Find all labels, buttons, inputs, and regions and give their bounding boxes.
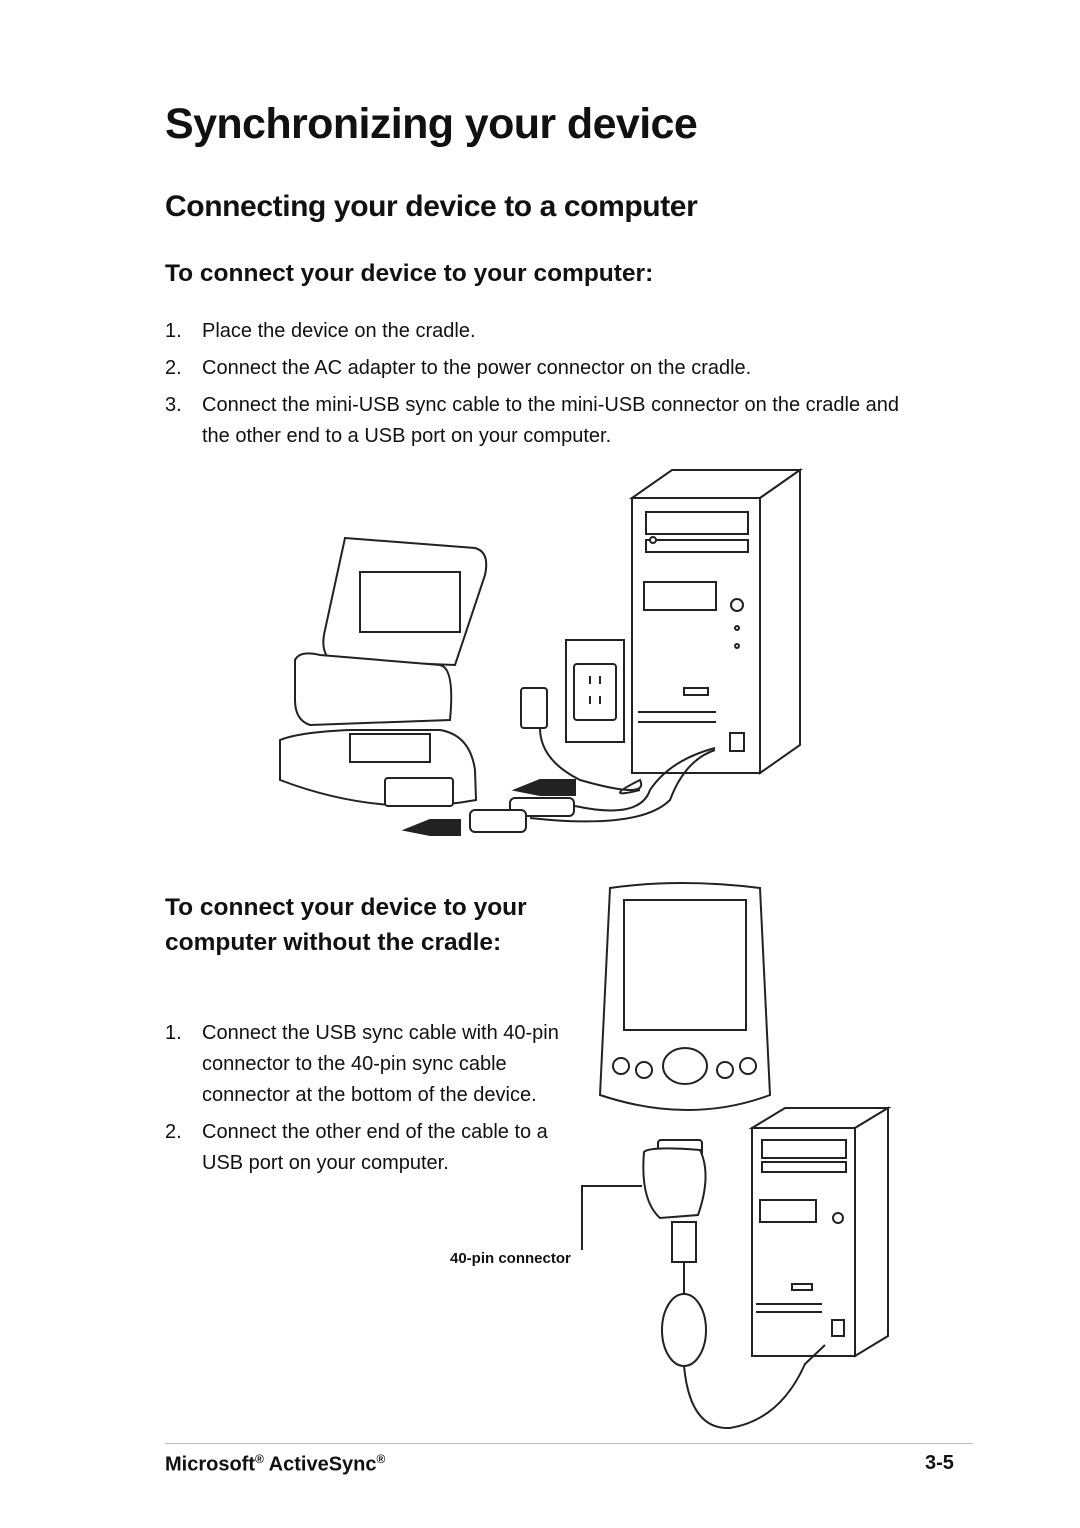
list-item: 2. Connect the AC adapter to the power co… bbox=[165, 353, 905, 384]
step-number: 1. bbox=[165, 320, 182, 342]
footer-title: Microsoft® ActiveSync® bbox=[165, 1452, 385, 1477]
step-text: Connect the USB sync cable with 40-pin c… bbox=[202, 1022, 559, 1106]
page-number: 3-5 bbox=[925, 1452, 954, 1474]
footer-brand-microsoft: Microsoft bbox=[165, 1453, 255, 1476]
section-heading: Connecting your device to a computer bbox=[165, 190, 698, 223]
registered-mark: ® bbox=[255, 1452, 264, 1466]
list-item: 3. Connect the mini-USB sync cable to the… bbox=[165, 390, 905, 452]
step-number: 2. bbox=[165, 357, 182, 379]
footer-divider bbox=[165, 1443, 973, 1444]
connector-caption: 40-pin connector bbox=[450, 1250, 571, 1267]
step-number: 1. bbox=[165, 1022, 182, 1044]
step-text: Connect the mini-USB sync cable to the m… bbox=[202, 394, 900, 447]
subsection-heading-cradle: To connect your device to your computer: bbox=[165, 260, 654, 287]
subsection-heading-no-cradle: To connect your device to your computer … bbox=[165, 894, 527, 956]
list-item: 1. Connect the USB sync cable with 40-pin… bbox=[165, 1018, 565, 1111]
no-cradle-steps-list: 1. Connect the USB sync cable with 40-pin… bbox=[165, 1018, 565, 1185]
registered-mark: ® bbox=[376, 1452, 386, 1466]
list-item: 2. Connect the other end of the cable to … bbox=[165, 1117, 565, 1179]
step-number: 2. bbox=[165, 1121, 182, 1143]
cradle-steps-list: 1. Place the device on the cradle. 2. Conn… bbox=[165, 316, 905, 458]
step-text: Connect the AC adapter to the power conn… bbox=[202, 357, 752, 379]
step-number: 3. bbox=[165, 394, 182, 416]
step-text: Connect the other end of the cable to a … bbox=[202, 1121, 548, 1174]
list-item: 1. Place the device on the cradle. bbox=[165, 316, 905, 347]
step-text: Place the device on the cradle. bbox=[202, 320, 476, 342]
footer-brand-activesync: ActiveSync bbox=[263, 1453, 377, 1476]
page-title: Synchronizing your device bbox=[165, 100, 698, 148]
